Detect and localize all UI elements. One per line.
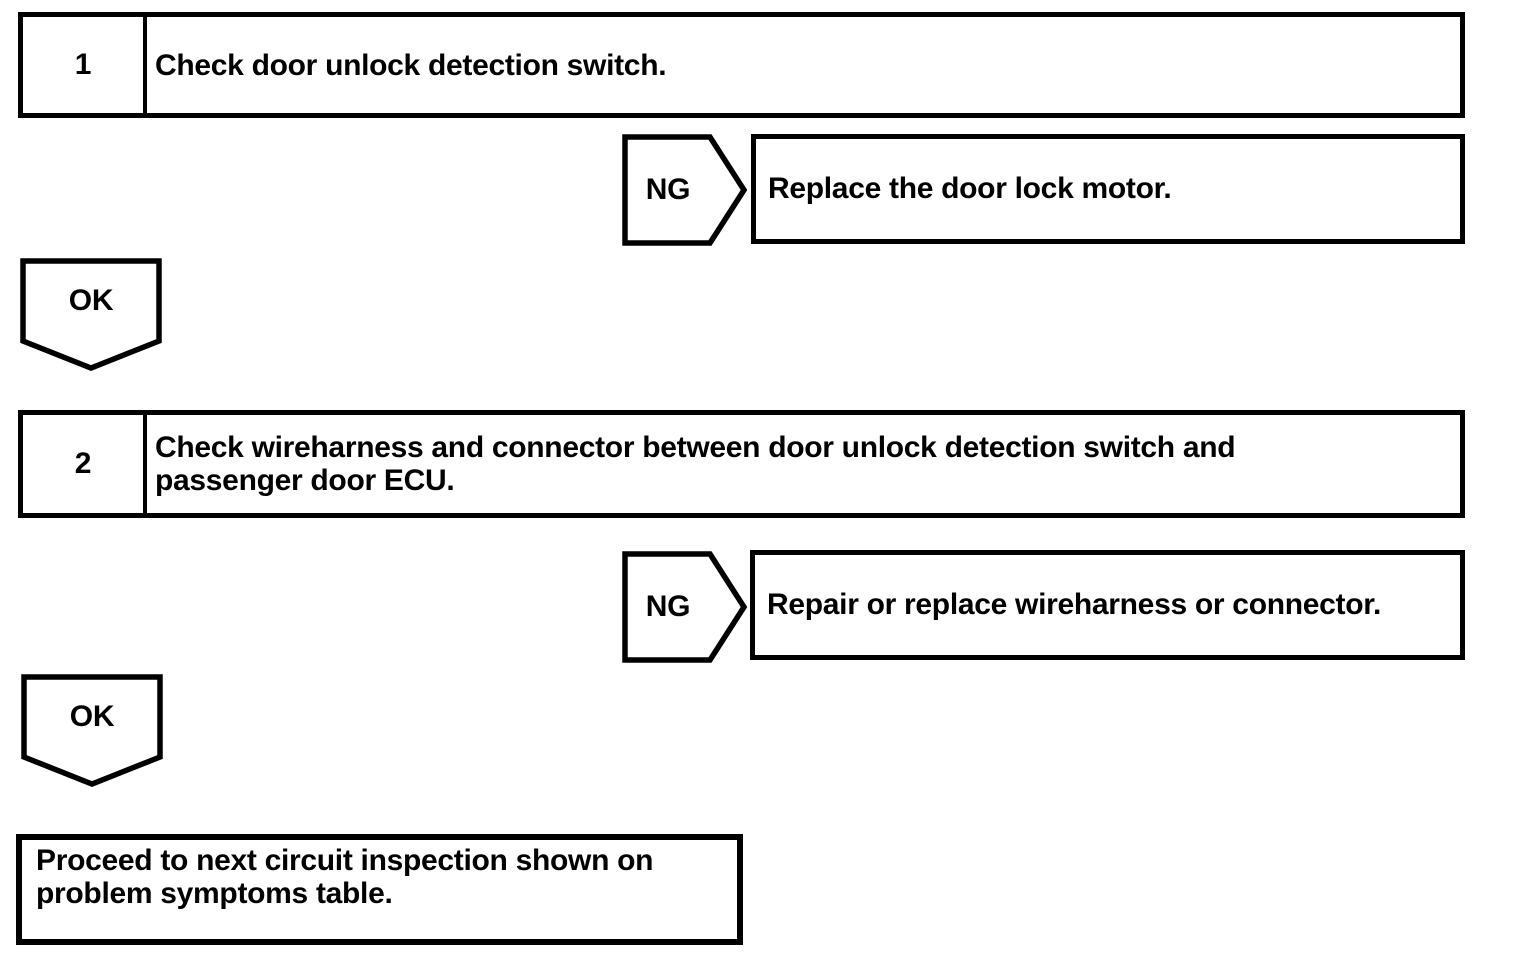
step-2-instruction-line: Check wireharness and connector between … xyxy=(155,431,1236,464)
ok-label-1: OK xyxy=(68,284,114,317)
ok-connector-2: OK xyxy=(21,674,163,788)
step-2-instruction: Check wireharness and connector between … xyxy=(147,415,1460,513)
ok-connector-1: OK xyxy=(20,258,162,372)
final-action-box: Proceed to next circuit inspection shown… xyxy=(16,834,743,945)
ng-label-2: NG xyxy=(645,590,691,623)
step-1-box: 1 Check door unlock detection switch. xyxy=(18,12,1465,118)
ng-label-1: NG xyxy=(645,173,691,206)
ng-result-1-box: Replace the door lock motor. xyxy=(751,134,1465,244)
ng-result-2-text: Repair or replace wireharness or connect… xyxy=(767,588,1382,621)
ng-result-1-text: Replace the door lock motor. xyxy=(768,172,1172,205)
step-2-instruction-line: passenger door ECU. xyxy=(155,464,455,497)
ng-result-2-box: Repair or replace wireharness or connect… xyxy=(750,550,1465,660)
ng-connector-1: NG xyxy=(622,134,748,246)
final-action-line: Proceed to next circuit inspection shown… xyxy=(36,844,654,877)
ng-arrow-shape xyxy=(622,134,748,246)
ok-label-2: OK xyxy=(69,700,115,733)
step-1-instruction-line: Check door unlock detection switch. xyxy=(155,48,667,82)
ok-arrow-shape xyxy=(20,258,162,371)
ng-connector-2: NG xyxy=(622,551,748,663)
step-1-number: 1 xyxy=(23,17,147,113)
ng-arrow-shape xyxy=(622,551,748,663)
step-2-box: 2 Check wireharness and connector betwee… xyxy=(18,410,1465,518)
step-1-instruction: Check door unlock detection switch. xyxy=(147,17,1460,113)
final-action-line: problem symptoms table. xyxy=(36,877,393,910)
step-2-number: 2 xyxy=(23,415,147,513)
ok-arrow-shape xyxy=(21,674,163,787)
